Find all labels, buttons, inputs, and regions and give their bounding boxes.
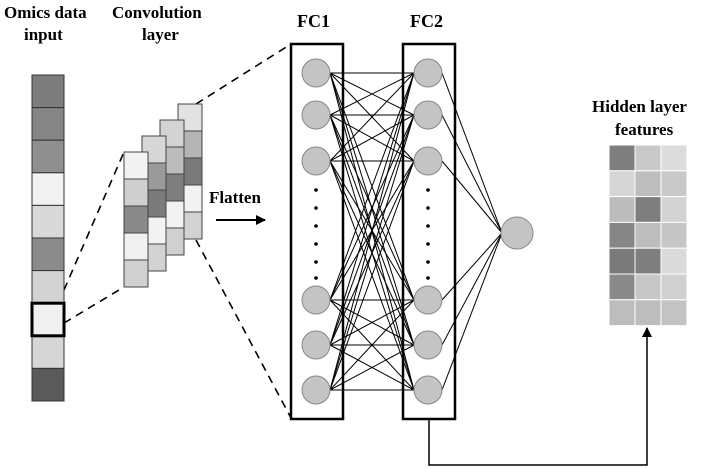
- omics-cell: [31, 237, 65, 272]
- omics-cell: [31, 74, 65, 109]
- hidden-features-grid: [608, 144, 688, 327]
- hidden-feature-cell: [608, 170, 636, 198]
- omics-cell: [31, 172, 65, 206]
- conv-cell: [123, 232, 149, 261]
- network-nodes: [301, 58, 534, 405]
- hidden-feature-cell: [634, 170, 662, 198]
- conv-title-line2: layer: [142, 25, 179, 44]
- omics-title-line2: input: [24, 25, 63, 44]
- omics-cell: [31, 139, 65, 174]
- convolution-feature-maps: [123, 103, 203, 288]
- fc1-node: [301, 146, 331, 176]
- fc1-node: [301, 58, 331, 88]
- conv-cell: [123, 151, 149, 180]
- dashed-proj-omics-bottom: [63, 286, 125, 324]
- fc1-ellipsis-dot: [314, 224, 318, 228]
- hidden-title-line1: Hidden layer: [592, 97, 687, 116]
- fc2-title: FC2: [410, 11, 443, 31]
- fc1-title: FC1: [297, 11, 330, 31]
- hidden-feature-cell: [608, 144, 636, 172]
- hidden-feature-cell: [634, 299, 662, 327]
- fc1-ellipsis-dot: [314, 276, 318, 280]
- fc2-output-edge: [441, 232, 503, 391]
- hidden-feature-cell: [634, 273, 662, 301]
- hidden-feature-cell: [660, 247, 688, 275]
- dashed-proj-conv-bottom: [195, 239, 292, 419]
- omics-title-line1: Omics data: [4, 3, 87, 22]
- fc2-output-edge: [441, 114, 503, 234]
- ellipsis-dots: [314, 188, 430, 280]
- output-node: [500, 216, 534, 250]
- hidden-feature-cell: [634, 221, 662, 249]
- omics-cell-highlight: [30, 301, 66, 338]
- hidden-feature-cell: [660, 299, 688, 327]
- conv-cell: [123, 205, 149, 234]
- hidden-feature-cell: [634, 247, 662, 275]
- hidden-feature-cell: [660, 170, 688, 198]
- hidden-feature-cell: [660, 144, 688, 172]
- conv-cell: [123, 259, 149, 288]
- fc2-ellipsis-dot: [426, 206, 430, 210]
- omics-cell: [31, 107, 65, 141]
- omics-cell: [31, 204, 65, 239]
- hidden-feature-cell: [634, 144, 662, 172]
- fc2-ellipsis-dot: [426, 260, 430, 264]
- fc2-node: [413, 58, 443, 88]
- fc1-ellipsis-dot: [314, 260, 318, 264]
- fc2-layer-frame: [401, 42, 457, 421]
- hidden-feature-cell: [660, 196, 688, 223]
- omics-cell: [31, 367, 65, 402]
- fc2-output-edge: [441, 160, 503, 234]
- fc2-node: [413, 100, 443, 130]
- conv-title-line1: Convolution: [112, 3, 202, 22]
- hidden-feature-cell: [608, 273, 636, 301]
- fc2-ellipsis-dot: [426, 188, 430, 192]
- fc2-ellipsis-dot: [426, 224, 430, 228]
- fc2-node: [413, 146, 443, 176]
- fc1-node: [301, 375, 331, 405]
- omics-data-column: [30, 74, 66, 402]
- hidden-feature-cell: [660, 221, 688, 249]
- hidden-feature-cell: [608, 247, 636, 275]
- fc1-node: [301, 100, 331, 130]
- fc1-layer-frame: [289, 42, 345, 421]
- fc1-ellipsis-dot: [314, 242, 318, 246]
- conv-cell: [123, 178, 149, 207]
- hidden-feature-cell: [608, 221, 636, 249]
- dashed-proj-conv-top: [195, 43, 292, 105]
- fc1-ellipsis-dot: [314, 206, 318, 210]
- hidden-feature-cell: [634, 196, 662, 223]
- omics-cell: [31, 270, 65, 304]
- fc2-ellipsis-dot: [426, 276, 430, 280]
- fc2-node: [413, 285, 443, 315]
- omics-cell: [31, 302, 65, 337]
- flatten-label: Flatten: [209, 188, 261, 207]
- fc2-output-edge: [441, 232, 503, 301]
- fc2-ellipsis-dot: [426, 242, 430, 246]
- hidden-title-line2: features: [615, 120, 674, 139]
- hidden-feature-cell: [660, 273, 688, 301]
- fc1-node: [301, 330, 331, 360]
- hidden-feature-cell: [608, 299, 636, 327]
- fc2-output-edge: [441, 232, 503, 346]
- dashed-proj-omics-top: [63, 151, 125, 291]
- fc2-node: [413, 375, 443, 405]
- fc1-ellipsis-dot: [314, 188, 318, 192]
- fc2-output-edge: [441, 72, 503, 234]
- feature-extraction-arrow: [428, 327, 652, 466]
- fc2-node: [413, 330, 443, 360]
- omics-cell: [31, 335, 65, 369]
- hidden-feature-cell: [608, 196, 636, 223]
- fc1-node: [301, 285, 331, 315]
